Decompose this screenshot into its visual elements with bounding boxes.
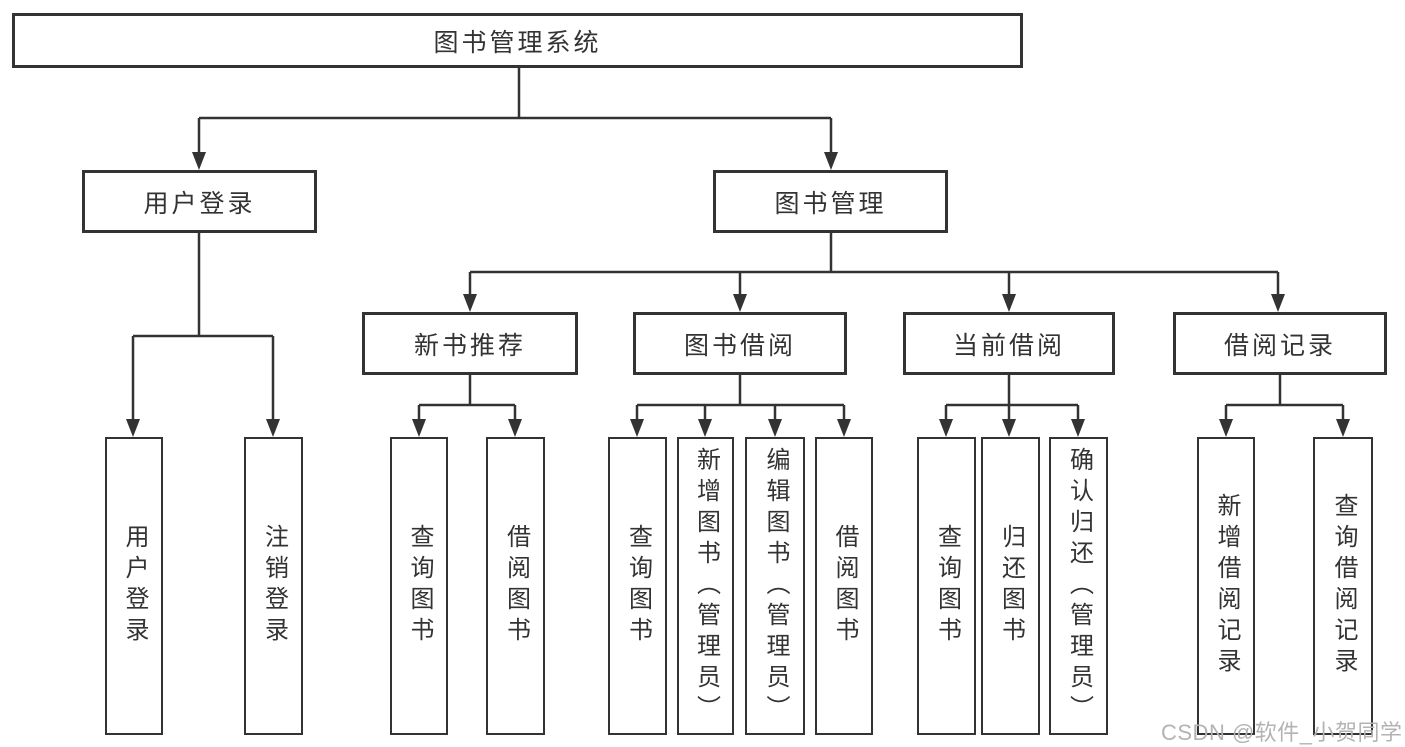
node-book-management: 图书管理 xyxy=(713,170,948,233)
node-label: 图书管理 xyxy=(774,189,887,218)
leaf-query-books-recommend: 查询图书 xyxy=(390,437,448,735)
node-label: 查询图书 xyxy=(933,524,961,648)
node-label: 查询借阅记录 xyxy=(1330,493,1357,679)
leaf-logout: 注销登录 xyxy=(244,437,303,735)
node-label: 用户登录 xyxy=(121,524,148,648)
node-label: 用户登录 xyxy=(143,189,256,218)
leaf-query-books-current: 查询图书 xyxy=(917,437,976,735)
node-label: 借阅记录 xyxy=(1223,331,1336,360)
leaf-query-books-borrowing: 查询图书 xyxy=(608,437,667,735)
node-label: 图书管理系统 xyxy=(433,28,602,57)
node-label: 新书推荐 xyxy=(413,331,526,360)
node-label: 借阅图书 xyxy=(502,524,530,648)
node-label: 新增图书（管理员） xyxy=(692,446,720,726)
node-library-management-system: 图书管理系统 xyxy=(12,13,1023,68)
node-borrowing-records: 借阅记录 xyxy=(1173,312,1387,375)
node-label: 编辑图书（管理员） xyxy=(762,446,789,726)
node-label: 图书借阅 xyxy=(683,331,796,360)
csdn-watermark: CSDN @软件_小贺同学 xyxy=(1161,720,1403,745)
node-label: 当前借阅 xyxy=(952,331,1065,360)
node-label: 新增借阅记录 xyxy=(1213,493,1240,679)
leaf-borrow-books-borrowing: 借阅图书 xyxy=(815,437,873,735)
leaf-return-books: 归还图书 xyxy=(981,437,1040,735)
leaf-add-book-admin: 新增图书（管理员） xyxy=(677,437,734,735)
leaf-user-login: 用户登录 xyxy=(105,437,163,735)
node-book-borrowing: 图书借阅 xyxy=(633,312,847,375)
node-label: 查询图书 xyxy=(406,524,433,648)
leaf-add-borrow-record: 新增借阅记录 xyxy=(1197,437,1255,735)
node-label: 归还图书 xyxy=(997,524,1025,648)
leaf-query-borrow-record: 查询借阅记录 xyxy=(1313,437,1373,735)
leaf-edit-book-admin: 编辑图书（管理员） xyxy=(745,437,805,735)
node-current-borrowing: 当前借阅 xyxy=(903,312,1115,375)
leaf-borrow-books-recommend: 借阅图书 xyxy=(486,437,545,735)
node-label: 借阅图书 xyxy=(831,524,858,648)
node-new-book-recommendation: 新书推荐 xyxy=(362,312,578,375)
leaf-confirm-return-admin: 确认归还（管理员） xyxy=(1049,437,1108,735)
node-label: 注销登录 xyxy=(260,524,288,648)
node-label: 确认归还（管理员） xyxy=(1065,446,1093,726)
node-label: 查询图书 xyxy=(624,524,652,648)
node-user-login: 用户登录 xyxy=(82,170,317,233)
